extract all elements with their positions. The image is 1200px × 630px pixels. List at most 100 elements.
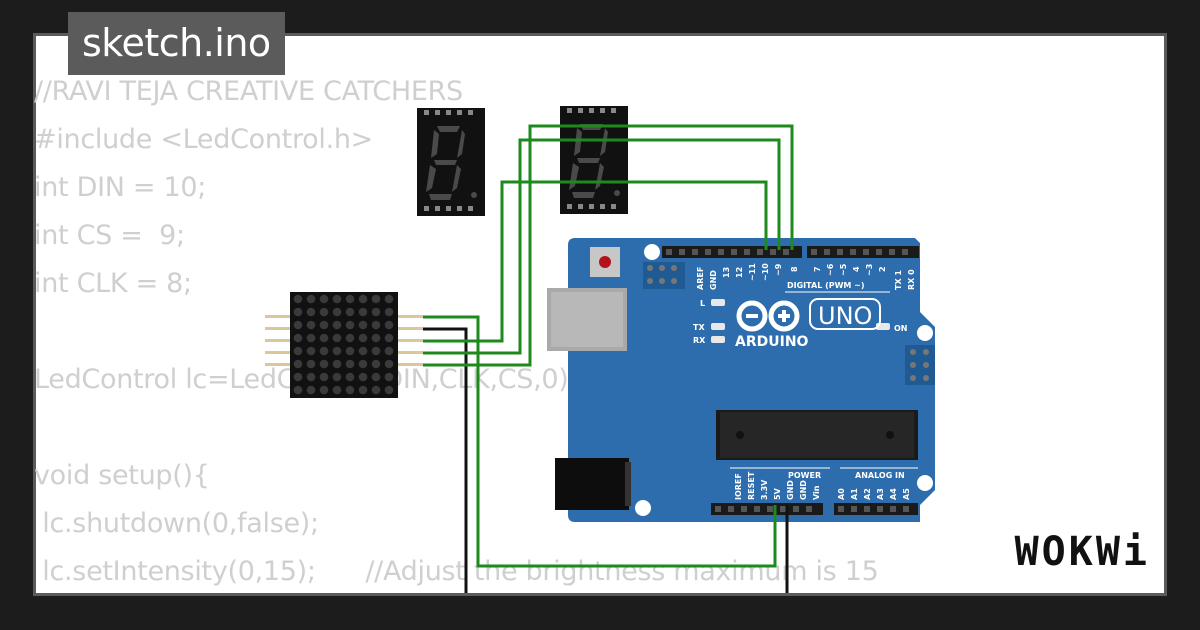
matrix-led [319, 372, 329, 382]
led-tx [711, 323, 725, 330]
matrix-led [358, 359, 368, 369]
matrix-led [306, 294, 316, 304]
code-line: #include <LedControl.h> [34, 124, 373, 155]
matrix-led [384, 385, 394, 395]
pin-label: ~11 [748, 263, 757, 281]
wokwi-logo: WOKWi [1014, 529, 1150, 575]
matrix-led [358, 372, 368, 382]
matrix-led [345, 307, 355, 317]
matrix-led [358, 385, 368, 395]
pin-label: 5V [773, 487, 782, 500]
matrix-led [371, 359, 381, 369]
led-tx-label: TX [693, 323, 705, 332]
led-l-label: L [700, 299, 705, 308]
pin-label: RX 0 [907, 269, 916, 290]
analog-in-label: ANALOG IN [855, 471, 905, 480]
matrix-led [332, 372, 342, 382]
atmega-chip [716, 410, 918, 460]
uno-label: UNO [818, 302, 872, 330]
matrix-led [306, 359, 316, 369]
pin-label: GND [709, 270, 718, 290]
matrix-led [293, 307, 303, 317]
code-line: void setup(){ [34, 460, 210, 491]
matrix-led [358, 307, 368, 317]
seven-segment-display-1[interactable] [417, 108, 485, 216]
pin-label: ~9 [774, 263, 783, 276]
pin-label: A3 [876, 488, 885, 500]
pin-label: 3.3V [760, 479, 769, 500]
pin-label: GND [786, 480, 795, 500]
wire-clk[interactable] [423, 124, 794, 367]
matrix-led [384, 294, 394, 304]
matrix-led [306, 320, 316, 330]
matrix-led [384, 307, 394, 317]
matrix-led [371, 385, 381, 395]
pin-label: 8 [790, 266, 799, 272]
matrix-led [319, 307, 329, 317]
pin-label: A2 [863, 488, 872, 500]
code-line: int CS = 9; [34, 220, 185, 251]
matrix-led [306, 333, 316, 343]
power-jack [555, 458, 631, 510]
matrix-led [345, 359, 355, 369]
wire-gnd[interactable] [423, 327, 468, 600]
wire-vcc[interactable] [423, 315, 777, 568]
pin-label: ~5 [839, 263, 848, 276]
power-label: POWER [788, 471, 821, 480]
matrix-led [293, 359, 303, 369]
arduino-uno-board[interactable]: AREF GND 13 12 ~11 ~10 ~9 8 7 ~6 ~5 4 ~3… [547, 238, 935, 522]
matrix-led [345, 333, 355, 343]
pin-label: 13 [722, 267, 731, 278]
pin-label: 4 [852, 266, 861, 272]
matrix-led [371, 346, 381, 356]
digital-pwm-label: DIGITAL (PWM ~) [787, 281, 865, 290]
pin-label: IOREF [734, 473, 743, 500]
pin-label: A0 [837, 488, 846, 500]
matrix-led [371, 307, 381, 317]
pin-label: 7 [813, 266, 822, 272]
file-name-tab[interactable]: sketch.ino [68, 12, 285, 75]
code-line: int CLK = 8; [34, 268, 192, 299]
matrix-led [384, 359, 394, 369]
matrix-led [332, 307, 342, 317]
led-matrix-8x8[interactable] [265, 292, 423, 398]
code-line: lc.shutdown(0,false); [34, 508, 319, 539]
matrix-led [306, 372, 316, 382]
reset-button[interactable] [590, 247, 620, 277]
matrix-led [319, 320, 329, 330]
matrix-led [384, 372, 394, 382]
matrix-led [319, 385, 329, 395]
wire-din[interactable] [423, 180, 768, 343]
pin-label: AREF [696, 267, 705, 290]
matrix-led [384, 346, 394, 356]
pin-label: 2 [878, 266, 887, 272]
code-line: //RAVI TEJA CREATIVE CATCHERS [34, 76, 463, 107]
matrix-led [345, 294, 355, 304]
matrix-led [384, 333, 394, 343]
matrix-led [358, 294, 368, 304]
matrix-led [358, 346, 368, 356]
matrix-led [332, 333, 342, 343]
matrix-led [332, 385, 342, 395]
pin-label: TX 1 [894, 270, 903, 290]
pin-label: ~10 [761, 263, 770, 281]
pin-label: A4 [889, 488, 898, 500]
matrix-led [293, 333, 303, 343]
pin-label: A5 [902, 488, 911, 500]
matrix-led [358, 320, 368, 330]
matrix-led [358, 333, 368, 343]
pin-label: GND [799, 480, 808, 500]
matrix-led [319, 359, 329, 369]
pin-label: Vin [812, 485, 821, 500]
matrix-led [332, 294, 342, 304]
seven-segment-display-2[interactable] [560, 106, 628, 214]
matrix-led [384, 320, 394, 330]
matrix-led [345, 346, 355, 356]
code-preview: //RAVI TEJA CREATIVE CATCHERS #include <L… [34, 68, 879, 596]
wire-cs[interactable] [423, 138, 781, 355]
matrix-led [371, 294, 381, 304]
matrix-led [319, 333, 329, 343]
code-line: lc.setIntensity(0,15); //Adjust the brig… [34, 556, 879, 587]
matrix-led [293, 372, 303, 382]
pin-label: 12 [735, 267, 744, 278]
